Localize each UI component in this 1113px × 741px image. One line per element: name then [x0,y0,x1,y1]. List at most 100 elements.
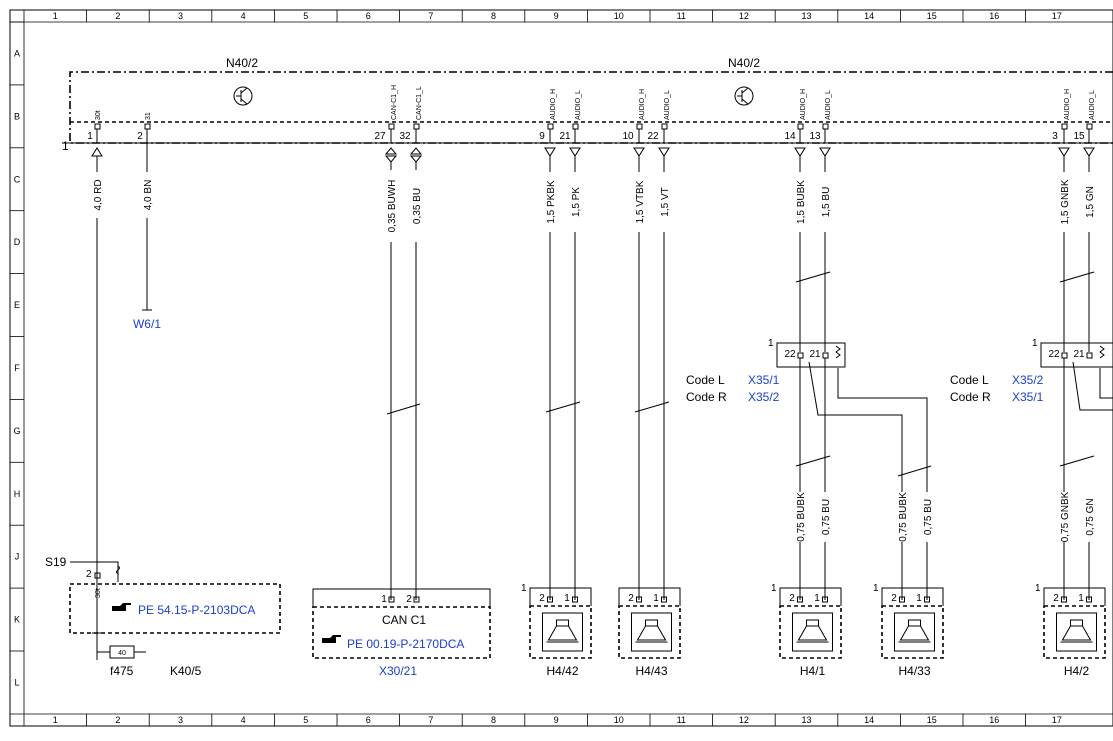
code-r-label: Code R [950,390,991,404]
svg-text:21: 21 [1073,349,1085,360]
column-index: 1 [53,715,58,725]
svg-text:1: 1 [814,593,820,604]
speaker-marker: 1 [873,583,879,594]
speaker-icon [894,612,935,652]
column-index: 17 [1052,11,1062,21]
code-l-label: Code L [686,373,725,387]
fuse-value: 40 [118,650,126,657]
code-r-label: Code R [686,390,727,404]
column-ruler: 1122334455667788991010111112121313141415… [23,10,1062,726]
ground-w6-1-link[interactable]: W6/1 [133,317,161,331]
speaker-h4-43: 2 1H4/43 [618,587,681,678]
svg-text:1: 1 [1032,338,1038,349]
column-index: 16 [989,715,999,725]
svg-text:3: 3 [1052,131,1058,142]
row-index: G [13,426,20,436]
svg-text:AUDIO_H: AUDIO_H [639,89,646,120]
pe-00-link[interactable]: PE 00.19-P-2170DCA [347,637,464,651]
svg-text:AUDIO_H: AUDIO_H [800,89,807,120]
x35-1-link[interactable]: X35/1 [748,373,780,387]
wire-label: 0,35 BU [412,188,423,224]
column-index: 4 [241,11,246,21]
svg-text:AUDIO_H: AUDIO_H [550,89,557,120]
svg-text:22: 22 [647,131,659,142]
svg-text:14: 14 [784,131,796,142]
pin-audio-21: AUDIO_L 21 [559,90,582,142]
x30-21-link[interactable]: X30/21 [379,664,417,678]
column-index: 7 [428,11,433,21]
fuse-f475-label: f475 [110,664,134,678]
wire-label: 1,5 BUBK [796,180,807,224]
svg-text:32: 32 [399,131,411,142]
wire-label: 1,5 PK [571,187,582,217]
wire-labels: 4,0 RD 4,0 BN 0,35 BUWH 0,35 BU 1,5 PKBK… [93,179,1096,542]
wire-label: 0,75 GNBK [1060,491,1071,542]
wire-label: 0,35 BUWH [387,180,398,233]
connector-x35-left: 1 22 21 [768,338,846,368]
pin-can-h: CAN-C1_H 27 [374,85,398,142]
pointer-hand-icon [112,603,131,611]
pin-31: 31 2 [137,112,152,142]
speaker-icon [542,612,583,652]
speaker-label: H4/43 [635,664,667,678]
x35-2-link[interactable]: X35/2 [1012,373,1044,387]
wire-label: 0,75 BUBK [898,492,909,542]
svg-text:2: 2 [628,593,634,604]
wire-label: 0,75 BU [923,499,934,535]
bidirectional-arrow-icon [384,147,398,163]
can-c1-label: CAN C1 [382,613,426,627]
svg-text:1: 1 [87,131,93,142]
column-index: 7 [428,715,433,725]
row-index: E [14,300,20,310]
svg-text:AUDIO_H: AUDIO_H [1064,89,1071,120]
svg-text:AUDIO_L: AUDIO_L [1089,90,1096,120]
code-l-label: Code L [950,373,989,387]
wire-label: 0,75 BUBK [796,492,807,542]
column-index: 11 [677,715,686,725]
svg-text:1: 1 [564,593,570,604]
pin-audio-9: AUDIO_H 9 [539,89,557,142]
x35-2-link[interactable]: X35/2 [748,390,780,404]
twisted-pair-marks [386,271,1095,477]
column-index: 5 [303,11,308,21]
column-index: 10 [614,11,624,21]
column-index: 6 [366,715,371,725]
svg-text:2: 2 [137,131,143,142]
column-index: 3 [178,715,183,725]
svg-text:2: 2 [406,594,412,605]
pin-audio-3: AUDIO_H 3 [1052,89,1071,142]
wire-label: 1,5 BU [821,187,832,218]
module-n40-2-outline [69,71,1113,144]
wire-label: 1,5 PKBK [546,180,557,224]
can-c1-box [312,606,491,659]
svg-text:2: 2 [86,569,92,580]
column-index: 15 [927,11,937,21]
column-index: 12 [739,715,749,725]
column-index: 5 [303,715,308,725]
switch-s19: S19 2 [45,555,120,582]
row-index: K [14,615,20,625]
svg-text:1: 1 [916,593,922,604]
column-index: 2 [115,715,120,725]
column-index: 9 [554,11,559,21]
column-index: 16 [989,11,999,21]
x35-1-link[interactable]: X35/1 [1012,390,1044,404]
pe-54-link[interactable]: PE 54.15-P-2103DCA [138,603,255,617]
wire-label: 1,5 VTBK [635,180,646,223]
svg-text:2: 2 [539,593,545,604]
wire-label: 0,75 BU [821,499,832,535]
column-index: 14 [864,715,874,725]
row-index: D [14,237,21,247]
svg-text:1: 1 [653,593,659,604]
wire-label: 0,75 GN [1085,498,1096,535]
speaker-marker: 1 [521,583,527,594]
connector-x35-right: 1 22 21 [1032,338,1113,368]
svg-text:27: 27 [374,131,386,142]
svg-text:AUDIO_L: AUDIO_L [664,90,671,120]
column-index: 13 [801,11,811,21]
